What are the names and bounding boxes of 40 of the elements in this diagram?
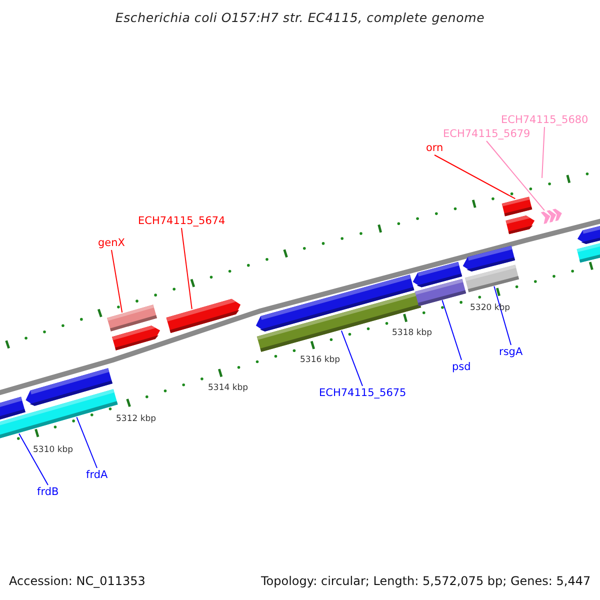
leader-line: [340, 330, 363, 386]
leader-line: [111, 250, 123, 314]
gene-label: ECH74115_5680: [501, 114, 588, 126]
leader-line: [434, 154, 516, 200]
footer-text: Topology: circular; Length: 5,572,075 bp; Genes: 5,447: [261, 574, 591, 588]
gene-label: orn: [426, 142, 444, 154]
leader-line: [486, 140, 545, 211]
gene-label: ECH74115_5675: [319, 387, 406, 399]
gene-label: ECH74115_5674: [138, 215, 226, 227]
leader-line: [181, 228, 192, 310]
gene-label: ECH74115_5679: [443, 128, 530, 140]
leader-line: [442, 300, 462, 360]
gene-label: rsgA: [499, 346, 523, 358]
scale-label: 5316 kbp: [300, 355, 340, 365]
scale-label: 5314 kbp: [208, 383, 248, 393]
leader-line: [494, 286, 512, 346]
footer-text: Accession: NC_011353: [9, 574, 146, 588]
gene-feature: [460, 245, 516, 273]
gene-bar: [464, 264, 520, 292]
scale-label: 5312 kbp: [116, 414, 156, 424]
gene-feature: [576, 224, 600, 246]
gene-feature: [24, 368, 112, 408]
gene-chevrons: [540, 208, 562, 224]
leader-line: [18, 433, 48, 486]
leader-line: [76, 416, 98, 468]
gene-label: frdB: [37, 486, 59, 498]
gene-label: psd: [452, 361, 471, 373]
gene-label: genX: [98, 237, 125, 249]
scale-label: 5310 kbp: [33, 445, 74, 455]
title: Escherichia coli O157:H7 str. EC4115, complete genome: [114, 10, 486, 25]
leader-line: [542, 126, 545, 178]
gene-feature: [166, 296, 242, 334]
gene-bar: [414, 278, 466, 306]
gene-bar: [502, 196, 532, 216]
gene-label: frdA: [86, 469, 108, 481]
scale-label: 5318 kbp: [392, 328, 432, 338]
gene-feature: [112, 324, 162, 350]
gene-feature: [506, 214, 536, 234]
gene-bar: [107, 304, 157, 332]
gene-bar: [576, 241, 600, 263]
